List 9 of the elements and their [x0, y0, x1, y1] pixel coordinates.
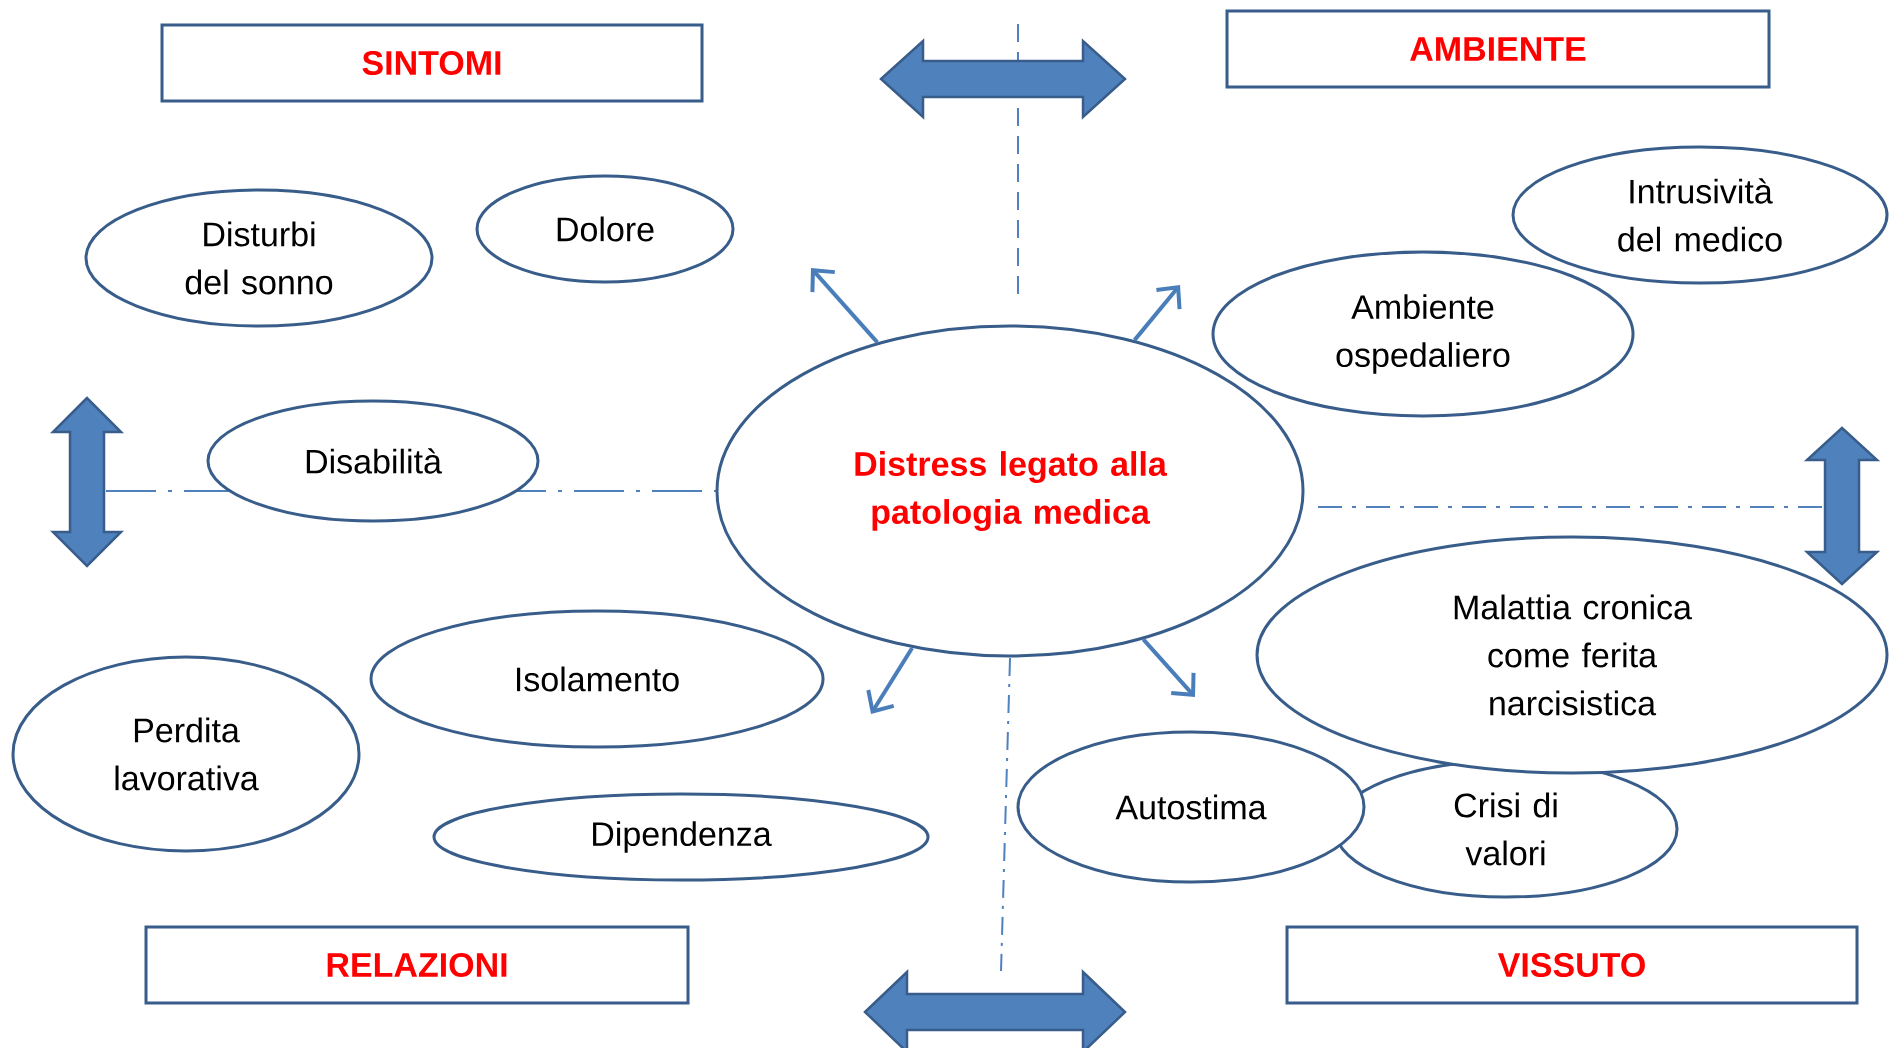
arrow: [1141, 638, 1196, 697]
heading-box: AMBIENTE: [1225, 9, 1771, 89]
arrow: [1133, 285, 1182, 342]
arrow: [866, 646, 914, 714]
heading-box: SINTOMI: [160, 23, 704, 103]
arrow: [810, 268, 879, 344]
heading-box: VISSUTO: [1285, 925, 1859, 1005]
heading-box: RELAZIONI: [144, 925, 690, 1005]
node-label: Malattia cronica come ferita narcisistica: [1454, 594, 1692, 716]
